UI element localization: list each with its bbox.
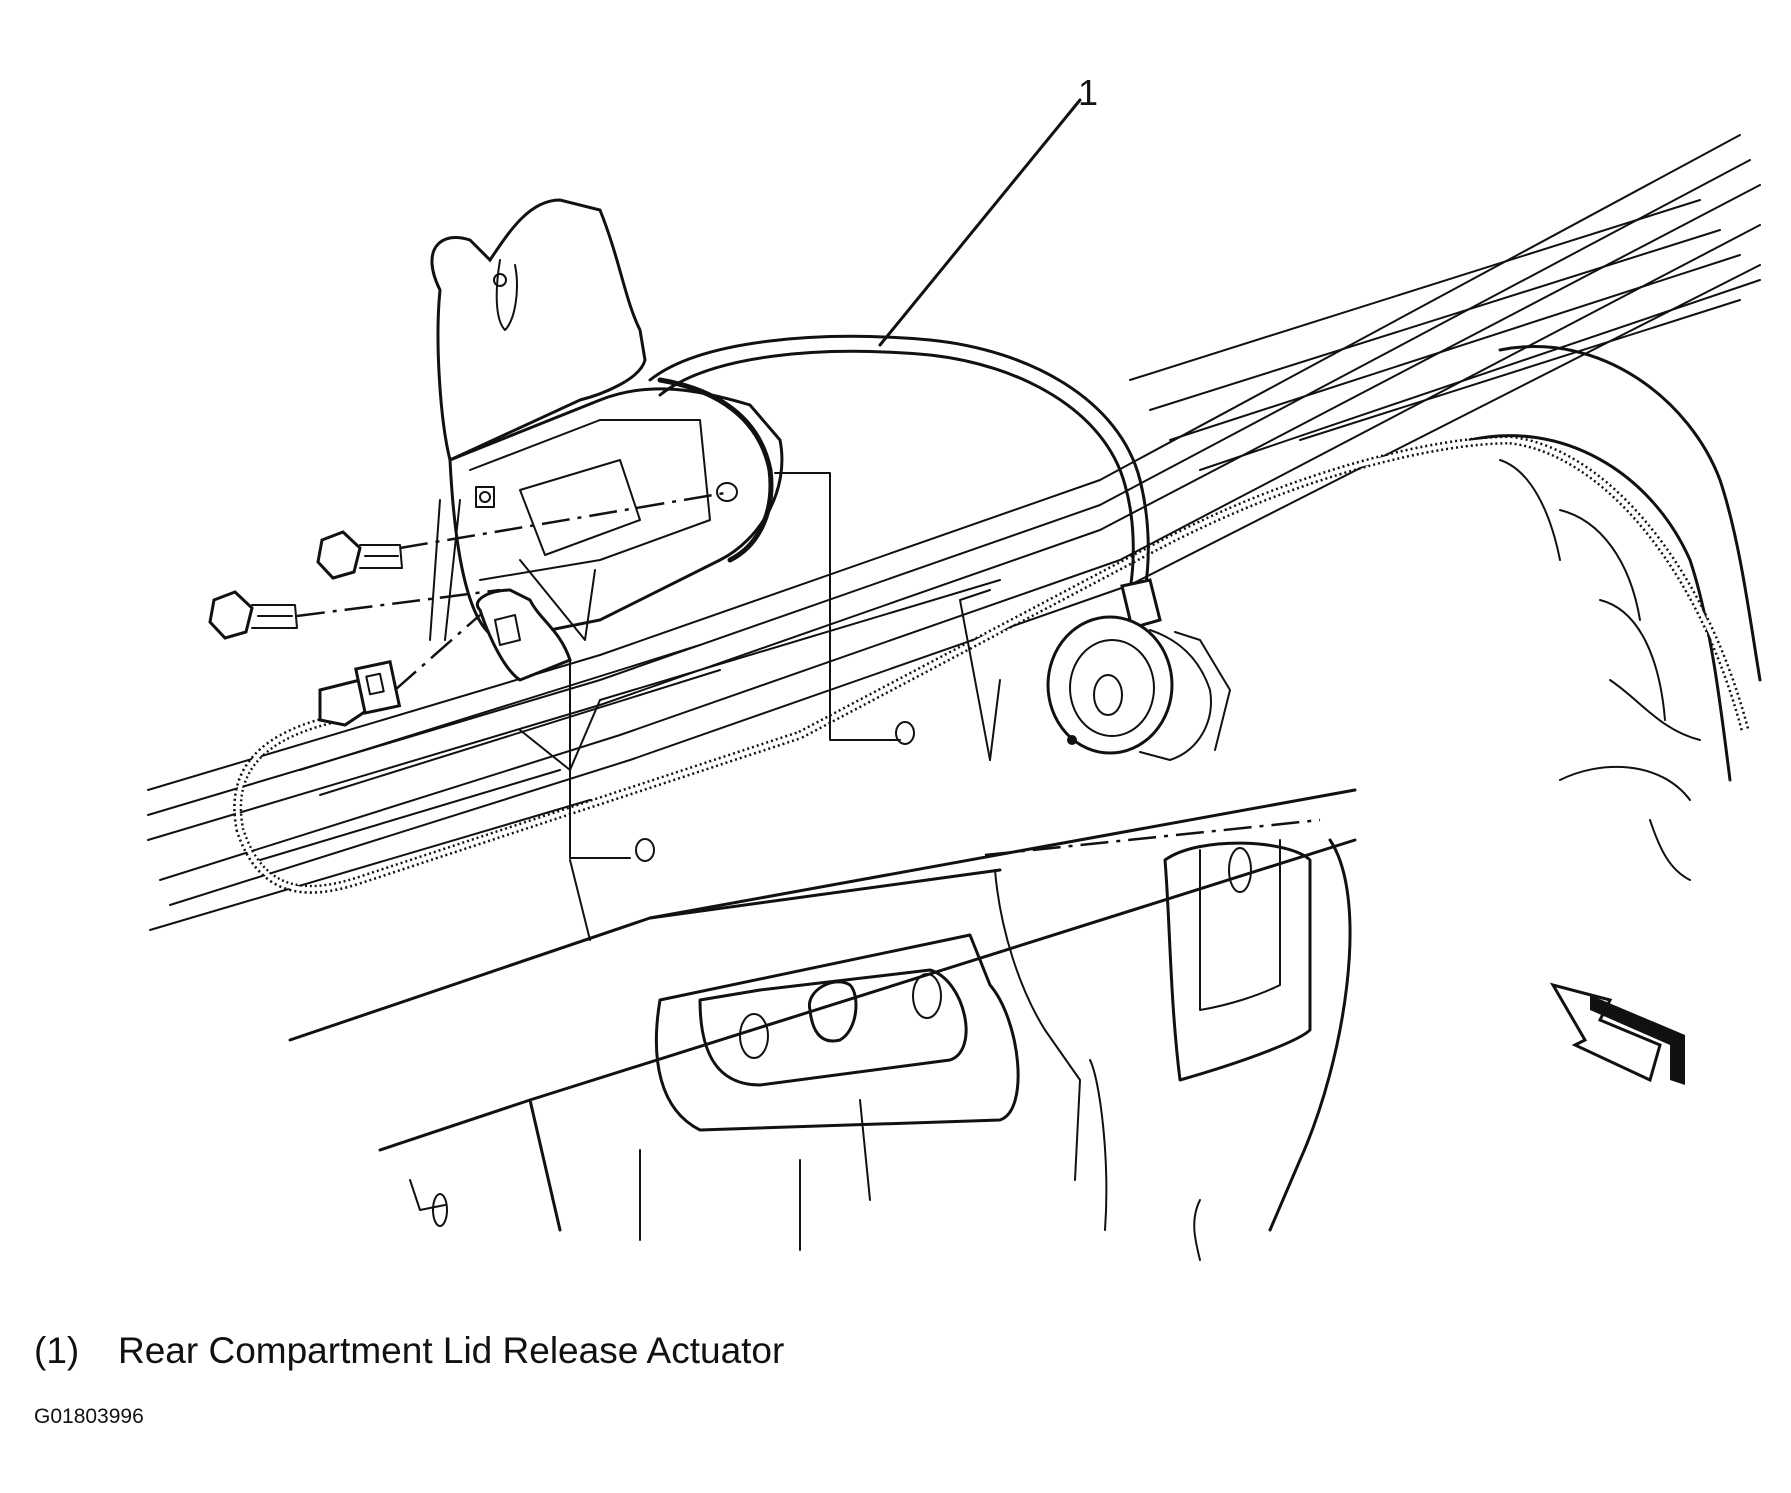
release-handle [1046,615,1231,761]
callout-leader-1 [878,98,1082,347]
figure-id: G01803996 [34,1405,144,1428]
bolt-upper [316,530,403,580]
quarter-panel [1468,345,1762,881]
legend-label: Rear Compartment Lid Release Actuator [118,1330,785,1371]
release-actuator [429,198,784,682]
legend: (1) Rear Compartment Lid Release Actuator [34,1330,784,1372]
legend-number: (1) [34,1330,80,1371]
lower-body-panel [288,788,1357,1261]
wiring-harness [233,435,1750,894]
view-direction-arrow [1549,982,1685,1085]
callout-number-1: 1 [1078,72,1099,113]
alignment-lines [296,491,1321,857]
release-cable [648,334,1162,630]
hole-leaders [569,472,1001,941]
harness-connector [318,659,402,727]
bolt-lower [208,590,298,640]
rail-panel [147,134,1761,931]
